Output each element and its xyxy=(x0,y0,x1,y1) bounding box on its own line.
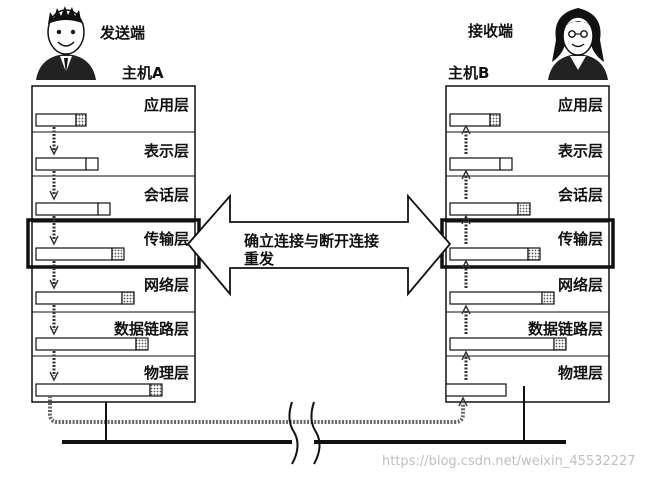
sender-role-label: 发送端 xyxy=(100,24,146,42)
host-a-layer-network: 网络层 xyxy=(143,276,189,294)
host-b-layer-datalink: 数据链路层 xyxy=(527,320,603,338)
wave-break-icon xyxy=(288,401,321,465)
host-b-layer-physical: 物理层 xyxy=(557,364,603,382)
network-bus xyxy=(62,386,566,444)
man-avatar-icon xyxy=(36,6,96,80)
host-a-name: 主机A xyxy=(122,64,164,82)
host-b-data-units xyxy=(445,113,567,397)
host-b-layer-network: 网络层 xyxy=(557,276,603,294)
connection-management-label: 确立连接与断开连接 xyxy=(244,232,380,250)
host-b-layer-session: 会话层 xyxy=(557,186,603,204)
host-a-data-units xyxy=(35,113,163,397)
host-b-up-arrows xyxy=(461,124,471,380)
host-a-layer-session: 会话层 xyxy=(143,186,189,204)
host-b-layer-application: 应用层 xyxy=(557,96,603,114)
host-b-layer-presentation: 表示层 xyxy=(557,142,603,160)
woman-avatar-icon xyxy=(548,8,608,80)
host-a-layer-transport: 传输层 xyxy=(143,230,189,248)
host-a-layer-application: 应用层 xyxy=(143,96,189,114)
physical-cable xyxy=(48,396,468,424)
double-arrow-icon xyxy=(186,193,452,297)
host-a-down-arrows xyxy=(49,127,59,382)
receiver-role-label: 接收端 xyxy=(468,22,514,40)
host-b-layer-transport: 传输层 xyxy=(557,230,603,248)
watermark: https://blog.csdn.net/weixin_45532227 xyxy=(382,454,636,469)
retransmission-label: 重发 xyxy=(244,250,275,268)
host-a-layer-datalink: 数据链路层 xyxy=(113,320,189,338)
host-a-layer-physical: 物理层 xyxy=(143,364,189,382)
host-a-layer-presentation: 表示层 xyxy=(143,142,189,160)
host-b-name: 主机B xyxy=(448,64,490,82)
